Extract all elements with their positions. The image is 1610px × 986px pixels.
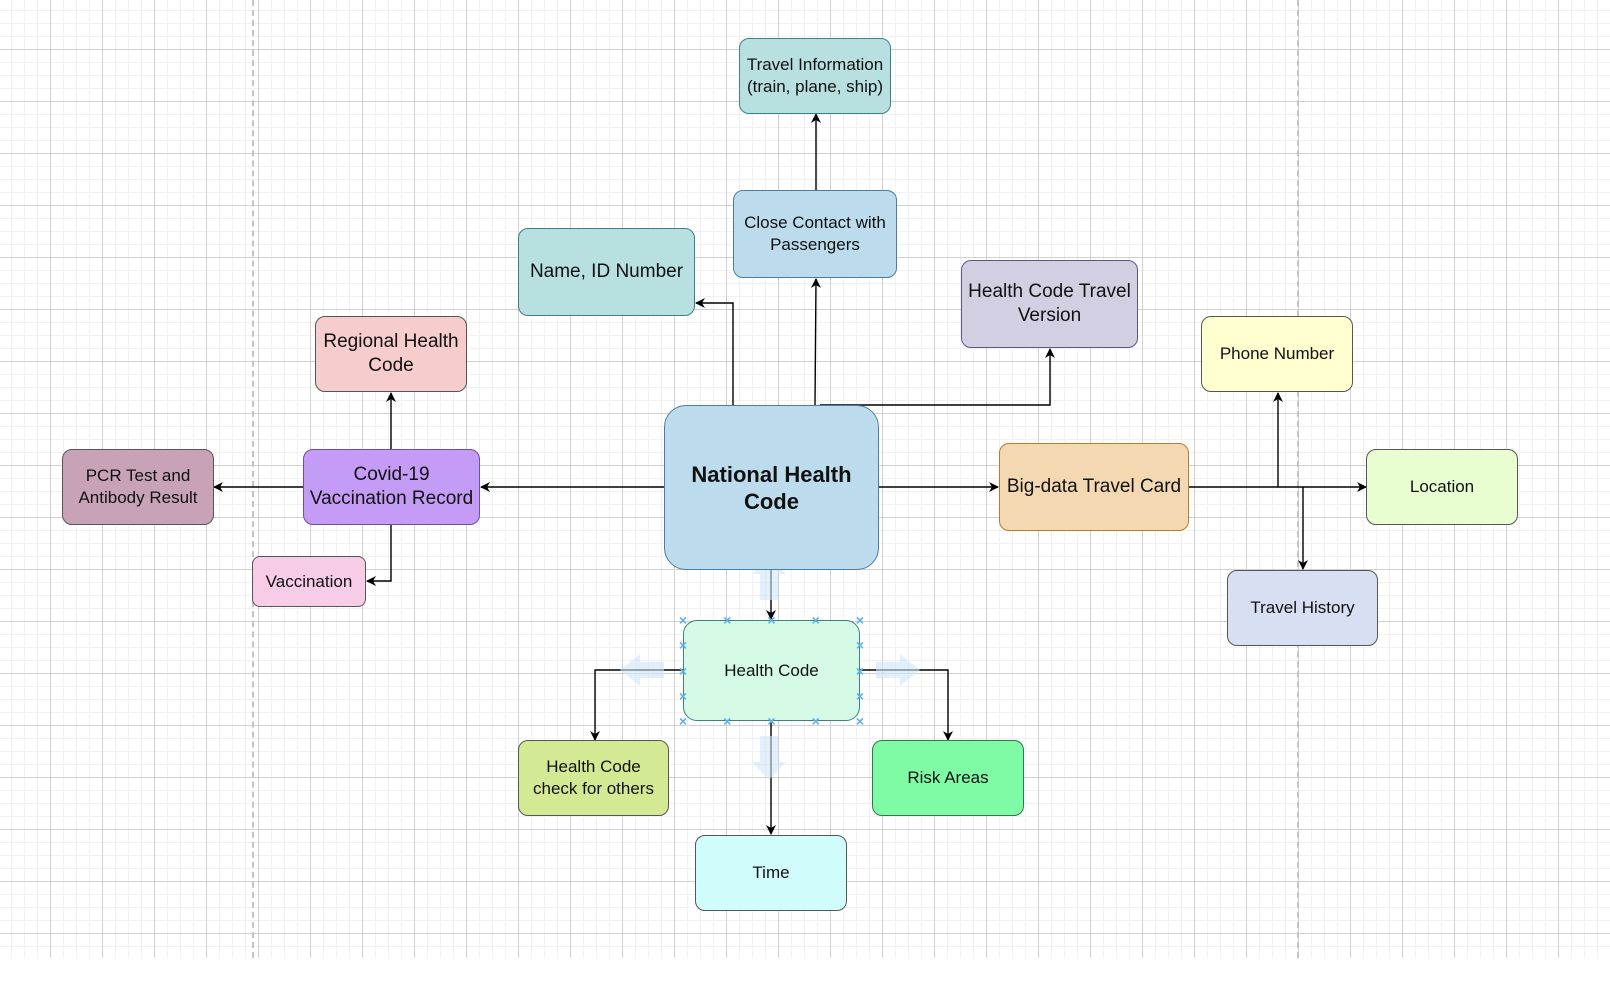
page-break-right — [1297, 0, 1299, 958]
node-label: Phone Number — [1219, 344, 1335, 363]
resize-handle-icon[interactable]: × — [678, 637, 688, 654]
resize-handle-icon[interactable]: × — [678, 713, 688, 729]
resize-handle-icon[interactable]: × — [811, 713, 820, 729]
node-label: Regional Health Code — [323, 331, 459, 376]
node-health-code[interactable]: Health Code — [683, 620, 860, 721]
resize-handle-icon[interactable]: × — [767, 713, 776, 729]
resize-handle-icon[interactable]: × — [855, 713, 865, 729]
resize-handle-icon[interactable]: × — [855, 612, 865, 628]
node-health-code-check-for-others[interactable]: Health Code check for others — [518, 740, 669, 816]
resize-handle-icon[interactable]: × — [811, 612, 820, 628]
node-name-id-number[interactable]: Name, ID Number — [518, 228, 695, 316]
node-label: Name, ID Number — [529, 261, 684, 282]
node-travel-information[interactable]: Travel Information (train, plane, ship) — [739, 38, 891, 114]
node-label: Health Code — [724, 660, 819, 680]
node-label: Location — [1409, 477, 1475, 496]
node-label: Health Code Travel Version — [968, 281, 1131, 326]
node-risk-areas[interactable]: Risk Areas — [872, 740, 1024, 816]
node-regional-health-code[interactable]: Regional Health Code — [315, 316, 467, 392]
node-health-code-travel-version[interactable]: Health Code Travel Version — [961, 260, 1138, 348]
node-close-contact-passengers[interactable]: Close Contact with Passengers — [733, 190, 897, 278]
node-travel-history[interactable]: Travel History — [1227, 570, 1378, 646]
resize-handle-icon[interactable]: × — [767, 612, 776, 628]
resize-handle-icon[interactable]: × — [678, 687, 688, 704]
page-break-left — [252, 0, 254, 958]
node-label: Travel Information (train, plane, ship) — [746, 55, 884, 96]
node-label: Risk Areas — [907, 768, 989, 787]
resize-handle-icon[interactable]: × — [855, 637, 865, 654]
node-national-health-code[interactable]: National Health Code — [664, 405, 879, 570]
resize-handle-icon[interactable]: × — [678, 612, 688, 628]
resize-handle-icon[interactable]: × — [855, 662, 865, 679]
node-label: Vaccination — [265, 571, 353, 591]
node-label: National Health Code — [691, 461, 852, 514]
resize-handle-icon[interactable]: × — [723, 713, 732, 729]
node-label: Big-data Travel Card — [1006, 476, 1182, 497]
node-covid-vaccination-record[interactable]: Covid-19 Vaccination Record — [303, 449, 480, 525]
node-label: Time — [752, 863, 790, 882]
resize-handle-icon[interactable]: × — [723, 612, 732, 628]
node-big-data-travel-card[interactable]: Big-data Travel Card — [999, 443, 1189, 531]
node-label: Travel History — [1250, 598, 1355, 617]
node-phone-number[interactable]: Phone Number — [1201, 316, 1353, 392]
node-label: Covid-19 Vaccination Record — [309, 464, 474, 509]
node-label: PCR Test and Antibody Result — [78, 466, 198, 507]
node-label: Close Contact with Passengers — [744, 213, 886, 254]
node-pcr-test-antibody-result[interactable]: PCR Test and Antibody Result — [62, 449, 214, 525]
resize-handle-icon[interactable]: × — [678, 662, 688, 679]
node-time[interactable]: Time — [695, 835, 847, 911]
node-location[interactable]: Location — [1366, 449, 1518, 525]
node-label: Health Code check for others — [533, 757, 654, 798]
node-vaccination[interactable]: Vaccination — [252, 556, 366, 607]
resize-handle-icon[interactable]: × — [855, 687, 865, 704]
